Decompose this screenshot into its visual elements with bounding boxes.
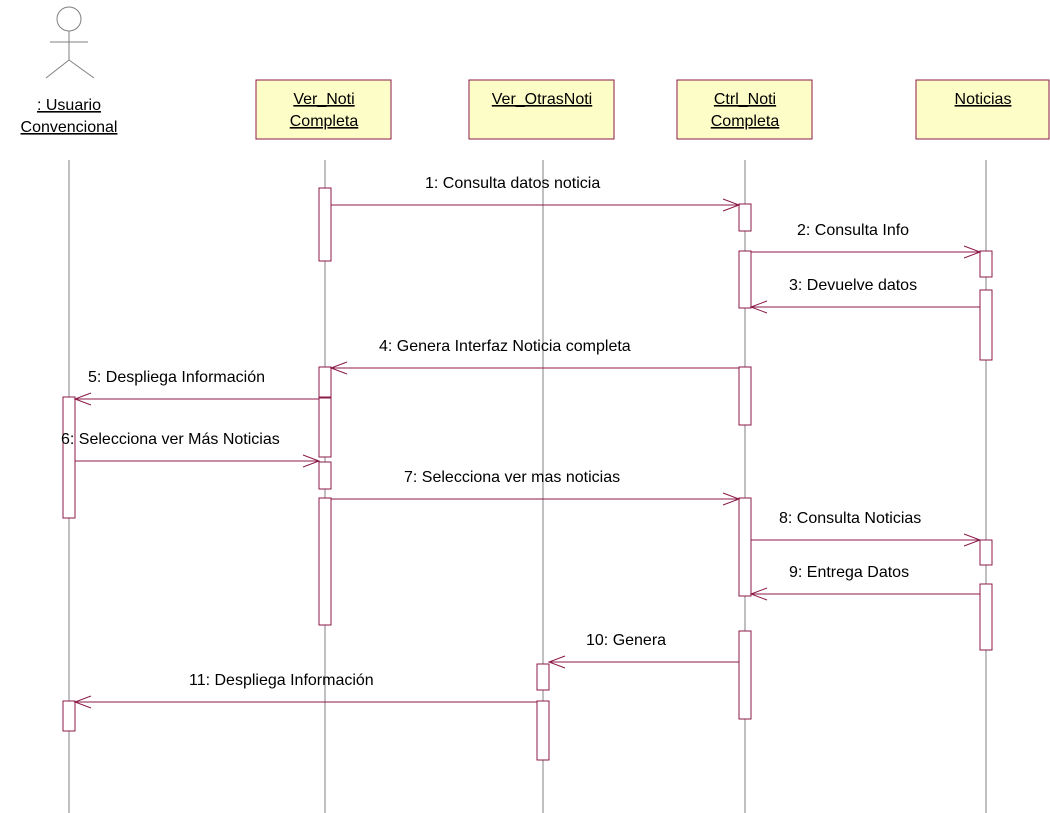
activation-bar (318, 187, 332, 262)
object-box-ver-otras-noti[interactable] (468, 79, 615, 140)
arrowhead-icon (722, 198, 741, 212)
object-box-ctrl-noti-completa[interactable] (676, 79, 813, 140)
activation-bar (738, 366, 752, 426)
arrowhead-icon (749, 300, 768, 314)
activation-bar (318, 366, 332, 398)
arrowhead-icon (329, 361, 348, 375)
activation-bar (62, 700, 76, 732)
arrowhead-icon (302, 454, 321, 468)
message-label-9: 9: Entrega Datos (789, 564, 909, 581)
message-label-4: 4: Genera Interfaz Noticia completa (379, 338, 631, 355)
activation-bar (318, 461, 332, 490)
message-label-6: 6: Selecciona ver Más Noticias (61, 431, 280, 448)
actor-left-leg-icon (45, 59, 70, 79)
activation-bar (979, 250, 993, 278)
activation-bar (738, 203, 752, 232)
activation-bar (979, 289, 993, 361)
object-label-ctrl-noti-completa-line-2: Completa (711, 113, 780, 130)
message-label-2: 2: Consulta Info (797, 222, 909, 239)
actor-head-icon (56, 6, 82, 32)
activation-bar (979, 539, 993, 566)
actor-label-line-1: : Usuario (37, 97, 101, 114)
message-label-3: 3: Devuelve datos (789, 277, 917, 294)
arrowhead-icon (749, 587, 768, 601)
object-label-ver-noti-completa-line-1: Ver_Noti (293, 91, 354, 108)
message-label-10: 10: Genera (586, 632, 666, 649)
message-label-1: 1: Consulta datos noticia (425, 175, 600, 192)
activation-bar (536, 663, 550, 691)
activation-bar (536, 700, 550, 761)
arrowhead-icon (73, 392, 92, 406)
message-label-5: 5: Despliega Información (88, 369, 265, 386)
arrowhead-icon (722, 492, 741, 506)
arrowhead-icon (73, 695, 92, 709)
activation-bar (62, 396, 76, 519)
activation-bar (738, 630, 752, 720)
object-label-noticias: Noticias (955, 91, 1012, 108)
object-label-ver-noti-completa-line-2: Completa (290, 113, 359, 130)
arrowhead-icon (963, 245, 982, 259)
object-box-noticias[interactable] (915, 79, 1050, 140)
activation-bar (318, 397, 332, 458)
message-label-8: 8: Consulta Noticias (779, 510, 921, 527)
arrowhead-icon (963, 533, 982, 547)
message-label-7: 7: Selecciona ver mas noticias (404, 469, 620, 486)
actor-right-leg-icon (68, 59, 95, 79)
object-label-ver-otras-noti: Ver_OtrasNoti (492, 91, 592, 108)
message-label-11: 11: Despliega Información (189, 672, 374, 689)
object-box-ver-noti-completa[interactable] (255, 79, 392, 140)
activation-bar (318, 497, 332, 626)
arrowhead-icon (547, 655, 566, 669)
activation-bar (738, 250, 752, 309)
activation-bar (979, 583, 993, 651)
actor-label-line-2: Convencional (21, 119, 118, 136)
activation-bar (738, 497, 752, 597)
object-label-ctrl-noti-completa-line-1: Ctrl_Noti (714, 91, 776, 108)
